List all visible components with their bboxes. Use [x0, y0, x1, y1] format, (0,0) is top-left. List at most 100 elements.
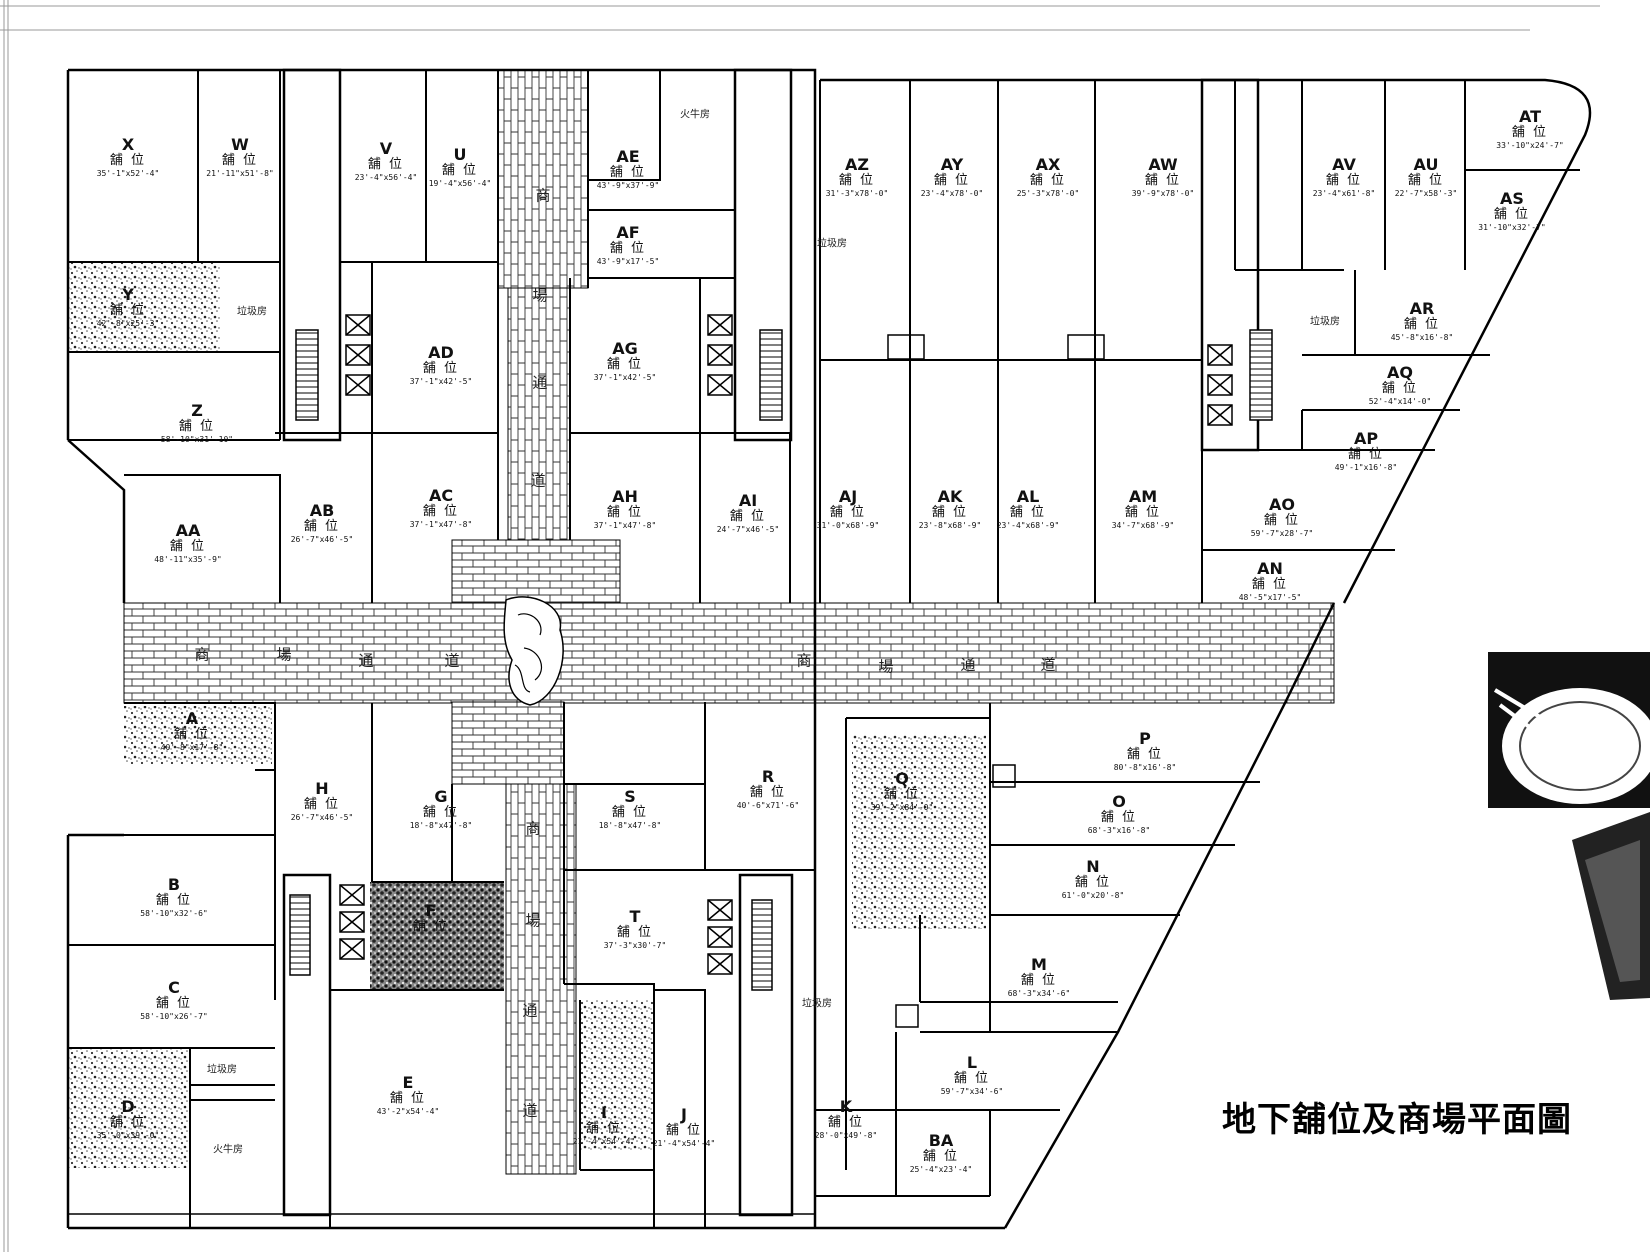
- shop-type-label: 舖 位: [303, 797, 341, 813]
- shop-code: AO: [1269, 495, 1295, 514]
- shop-type-label: 舖 位: [1493, 207, 1531, 223]
- shop-type-label: 舖 位: [606, 357, 644, 373]
- shop-type-label: 舖 位: [609, 241, 647, 257]
- shop-code: AJ: [838, 487, 858, 506]
- service-cores: [282, 68, 1273, 1217]
- shop-code: AV: [1332, 155, 1356, 174]
- shop-code: D: [121, 1097, 135, 1116]
- shop-code: AE: [616, 147, 640, 166]
- shop-dimensions: 23'-4"x56'-4": [354, 173, 418, 183]
- shop-type-label: 舖 位: [422, 504, 460, 520]
- shop-dimensions: 43'-9"x17'-5": [596, 257, 660, 267]
- shop-type-label: 舖 位: [606, 505, 644, 521]
- shop-dimensions: 45'-8"x16'-8": [1390, 333, 1454, 343]
- shop-dimensions: 58'-10"x26'-7": [140, 1012, 208, 1022]
- shop-type-label: 舖 位: [441, 163, 479, 179]
- shop-dimensions: 42'-8"x25'-3": [96, 319, 160, 329]
- shop-type-label: 舖 位: [749, 785, 787, 801]
- corridor-char: 場: [878, 657, 894, 676]
- corridor-char: 場: [276, 645, 292, 664]
- shop-dimensions: 23'-4"x61'-8": [1312, 189, 1376, 199]
- shop-type-label: 舖 位: [611, 805, 649, 821]
- refuse-room-label: 垃圾房: [802, 998, 832, 1010]
- shop-dimensions: 21'-4"x54'-4": [652, 1139, 716, 1149]
- shop-type-label: 舖 位: [1074, 875, 1112, 891]
- shop-type-label: 舖 位: [109, 1115, 147, 1131]
- shop-code: AH: [612, 487, 638, 506]
- shop-code: Q: [895, 769, 909, 788]
- plate-photo-image: [1488, 652, 1650, 1000]
- shop-dimensions: 52'-4"x14'-0": [1368, 397, 1432, 407]
- corridor-char: 通: [532, 373, 548, 392]
- shop-code: AD: [428, 343, 454, 362]
- shop-type-label: 舖 位: [1144, 173, 1182, 189]
- shop-dimensions: 59'-7"x28'-7": [1250, 529, 1314, 539]
- shop-type-label: 舖 位: [155, 893, 193, 909]
- refuse-room-label: 垃圾房: [817, 238, 847, 250]
- shop-dimensions: 22'-7"x58'-3": [1394, 189, 1458, 199]
- shop-code: H: [315, 779, 329, 798]
- shop-type-label: 舖 位: [838, 173, 876, 189]
- shop-type-label: 舖 位: [367, 157, 405, 173]
- corridor-char: 道: [444, 651, 460, 670]
- shop-type-label: 舖 位: [729, 509, 767, 525]
- shop-dimensions: 48'-5"x17'-5": [1238, 593, 1302, 603]
- shop-dimensions: 37'-3"x30'-7": [603, 941, 667, 951]
- shop-code: AC: [428, 486, 454, 505]
- shop-type-label: 舖 位: [609, 165, 647, 181]
- shop-code: AL: [1016, 487, 1040, 506]
- shop-code: M: [1031, 955, 1047, 974]
- transformer-room-label: 火牛房: [680, 109, 710, 121]
- shop-code: AM: [1128, 487, 1158, 506]
- shop-dimensions: 39'-9"x78'-0": [1131, 189, 1195, 199]
- corridor-char: 通: [358, 651, 374, 670]
- shop-code: N: [1086, 857, 1100, 876]
- shop-code: Z: [191, 401, 203, 420]
- shop-type-label: 舖 位: [1347, 447, 1385, 463]
- shop-dimensions: 35'-0"x39'-0": [96, 1131, 160, 1141]
- shop-type-label: 舖 位: [829, 505, 867, 521]
- shop-type-label: 舖 位: [665, 1123, 703, 1139]
- shop-code: Y: [122, 285, 134, 304]
- shop-code: E: [402, 1073, 414, 1092]
- shop-code: L: [966, 1053, 978, 1072]
- shop-dimensions: 80'-8"x16'-8": [1113, 763, 1177, 773]
- shop-code: AF: [616, 223, 640, 242]
- shaded-shops: [68, 262, 986, 1168]
- shop-dimensions: 40'-8"x17'-8": [160, 743, 224, 753]
- shop-code: AA: [175, 521, 201, 540]
- corridor-char: 道: [530, 471, 546, 490]
- shop-code: J: [681, 1105, 687, 1124]
- shop-code: AY: [940, 155, 964, 174]
- shop-type-label: 舖 位: [389, 1091, 427, 1107]
- shop-dimensions: 25'-4"x23'-4": [909, 1165, 973, 1175]
- shop-dimensions: 43'-9"x37'-9": [596, 181, 660, 191]
- shop-dimensions: 19'-4"x56'-4": [428, 179, 492, 189]
- shop-dimensions: 34'-7"x68'-9": [1111, 521, 1175, 531]
- shop-code: AP: [1353, 429, 1379, 448]
